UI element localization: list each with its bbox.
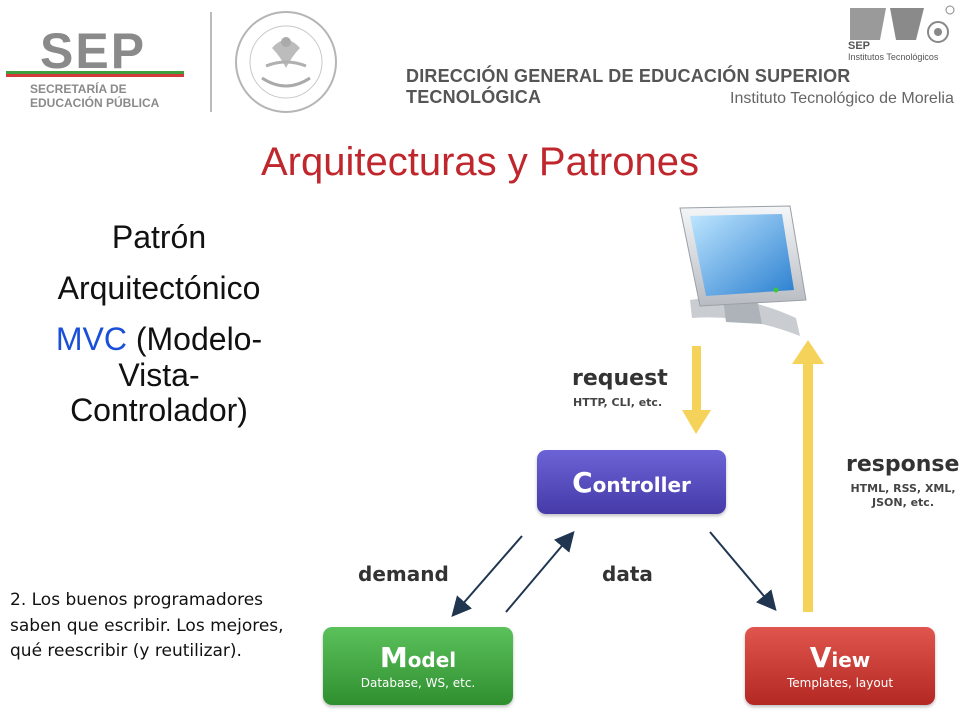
dgest-title: DIRECCIÓN GENERAL DE EDUCACIÓN SUPERIOR … [406, 66, 851, 107]
sep-subtitle-line2: EDUCACIÓN PÚBLICA [30, 96, 160, 110]
model-label: Model [323, 641, 513, 674]
tecnologicos-logo-icon [850, 5, 955, 43]
model-rest: odel [407, 648, 457, 672]
model-sublabel: Database, WS, etc. [360, 676, 476, 690]
demand-label: demand [358, 562, 449, 586]
request-arrow [682, 346, 711, 434]
view-sublabel: Templates, layout [786, 676, 894, 690]
institute-name: Instituto Tecnológico de Morelia [730, 90, 954, 107]
controller-rest: ontroller [592, 473, 691, 497]
quote-text: 2. Los buenos programadores saben que es… [10, 590, 284, 661]
controller-box: Controller [537, 450, 726, 514]
model-box: Model Database, WS, etc. [323, 627, 513, 705]
view-rest: iew [831, 648, 871, 672]
left-line-controlador: Controlador) [70, 391, 248, 428]
header-divider [210, 12, 212, 112]
request-label: request [572, 366, 668, 391]
sep-logo-red-stripe [6, 74, 184, 77]
left-line-patron: Patrón [111, 219, 207, 255]
controller-to-view-arrow [709, 531, 777, 612]
national-seal-icon [235, 11, 337, 113]
mvc-modelo: (Modelo- [126, 321, 263, 358]
response-sub-line1: HTML, RSS, XML, [850, 482, 956, 495]
left-line-vista: Vista- [118, 356, 200, 393]
model-initial: M [379, 641, 408, 674]
demand-arrow [451, 535, 523, 618]
sep-subtitle-line1: SECRETARÍA DE [30, 82, 127, 96]
monitor-icon [679, 205, 807, 336]
left-line-arquitectonico: Arquitectónico [57, 270, 261, 307]
left-line-mvc: MVC (Modelo- [0, 322, 318, 357]
view-label: View [745, 641, 935, 674]
pattern-description: Patrón Arquitectónico MVC (Modelo- Vista… [0, 219, 318, 444]
sep-logo-green-stripe [6, 71, 184, 74]
tec-logo-sep: SEP [848, 40, 871, 52]
response-sub-line2: JSON, etc. [872, 495, 934, 509]
sep-logo-text: SEP [40, 23, 147, 79]
data-label: data [602, 562, 653, 586]
controller-initial: C [572, 466, 593, 499]
request-sublabel: HTTP, CLI, etc. [573, 396, 663, 409]
mvc-abbreviation: MVC [55, 321, 127, 358]
response-label: response [846, 452, 960, 477]
response-sublabel: HTML, RSS, XML, JSON, etc. [848, 482, 958, 510]
controller-label: Controller [537, 466, 726, 499]
response-arrow [792, 340, 824, 612]
slide-title: Arquitecturas y Patrones [261, 140, 699, 184]
data-arrow [505, 530, 575, 613]
view-initial: V [809, 641, 832, 674]
view-box: View Templates, layout [745, 627, 935, 705]
tec-logo-institutos: Institutos Tecnológicos [848, 52, 939, 62]
